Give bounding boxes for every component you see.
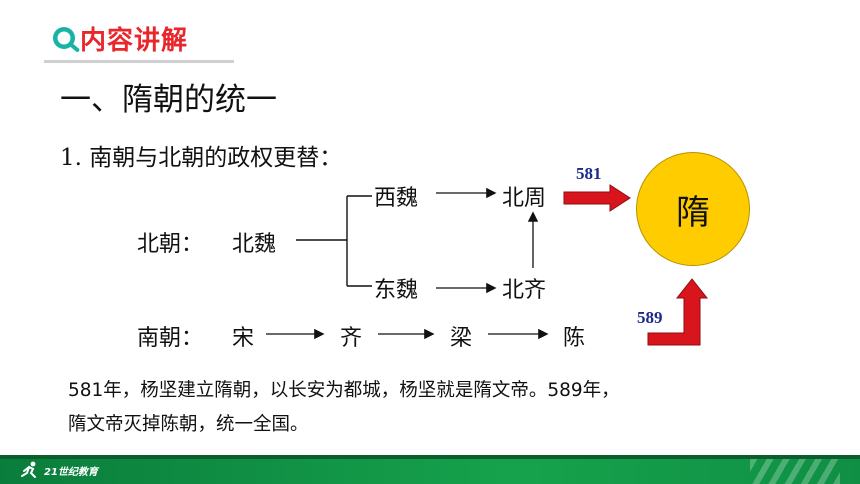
header-title: 内容讲解 xyxy=(80,26,189,56)
node-eastern-wei: 东魏 xyxy=(374,278,419,303)
node-western-wei: 西魏 xyxy=(374,186,419,211)
node-northern-qi: 北齐 xyxy=(502,278,547,303)
section-title: 一、隋朝的统一 xyxy=(60,82,277,118)
search-icon xyxy=(53,27,80,52)
subsection-title: 1. 南朝与北朝的政权更替： xyxy=(60,145,343,171)
summary-line-1: 581年，杨坚建立隋朝，以长安为都城，杨坚就是隋文帝。589年， xyxy=(68,380,620,401)
footer-logo: 21世纪教育 xyxy=(20,459,98,481)
runner-logo-icon xyxy=(21,461,36,478)
header-bar xyxy=(44,22,234,63)
sui-dynasty-label: 隋 xyxy=(676,192,710,233)
northern-dynasties-label: 北朝： xyxy=(137,232,204,257)
summary-paragraph: 581年，杨坚建立隋朝，以长安为都城，杨坚就是隋文帝。589年， 隋文帝灭掉陈朝… xyxy=(68,374,828,442)
red-arrow-581 xyxy=(563,184,631,212)
node-northern-zhou: 北周 xyxy=(502,186,547,211)
sui-dynasty-circle: 隋 xyxy=(636,152,750,266)
year-label-581: 581 xyxy=(576,164,602,183)
node-chen: 陈 xyxy=(563,326,586,351)
node-qi: 齐 xyxy=(340,326,363,351)
southern-dynasties-label: 南朝： xyxy=(137,326,204,351)
node-liang: 梁 xyxy=(450,326,473,351)
footer-bar: 21世纪教育 xyxy=(0,455,860,484)
node-northern-wei: 北魏 xyxy=(232,232,277,257)
footer-logo-text: 21世纪教育 xyxy=(44,466,98,478)
year-label-589: 589 xyxy=(637,308,663,327)
red-arrow-589 xyxy=(647,278,709,346)
footer-decoration xyxy=(750,459,840,484)
node-song: 宋 xyxy=(232,326,255,351)
summary-line-2: 隋文帝灭掉陈朝，统一全国。 xyxy=(68,414,309,435)
